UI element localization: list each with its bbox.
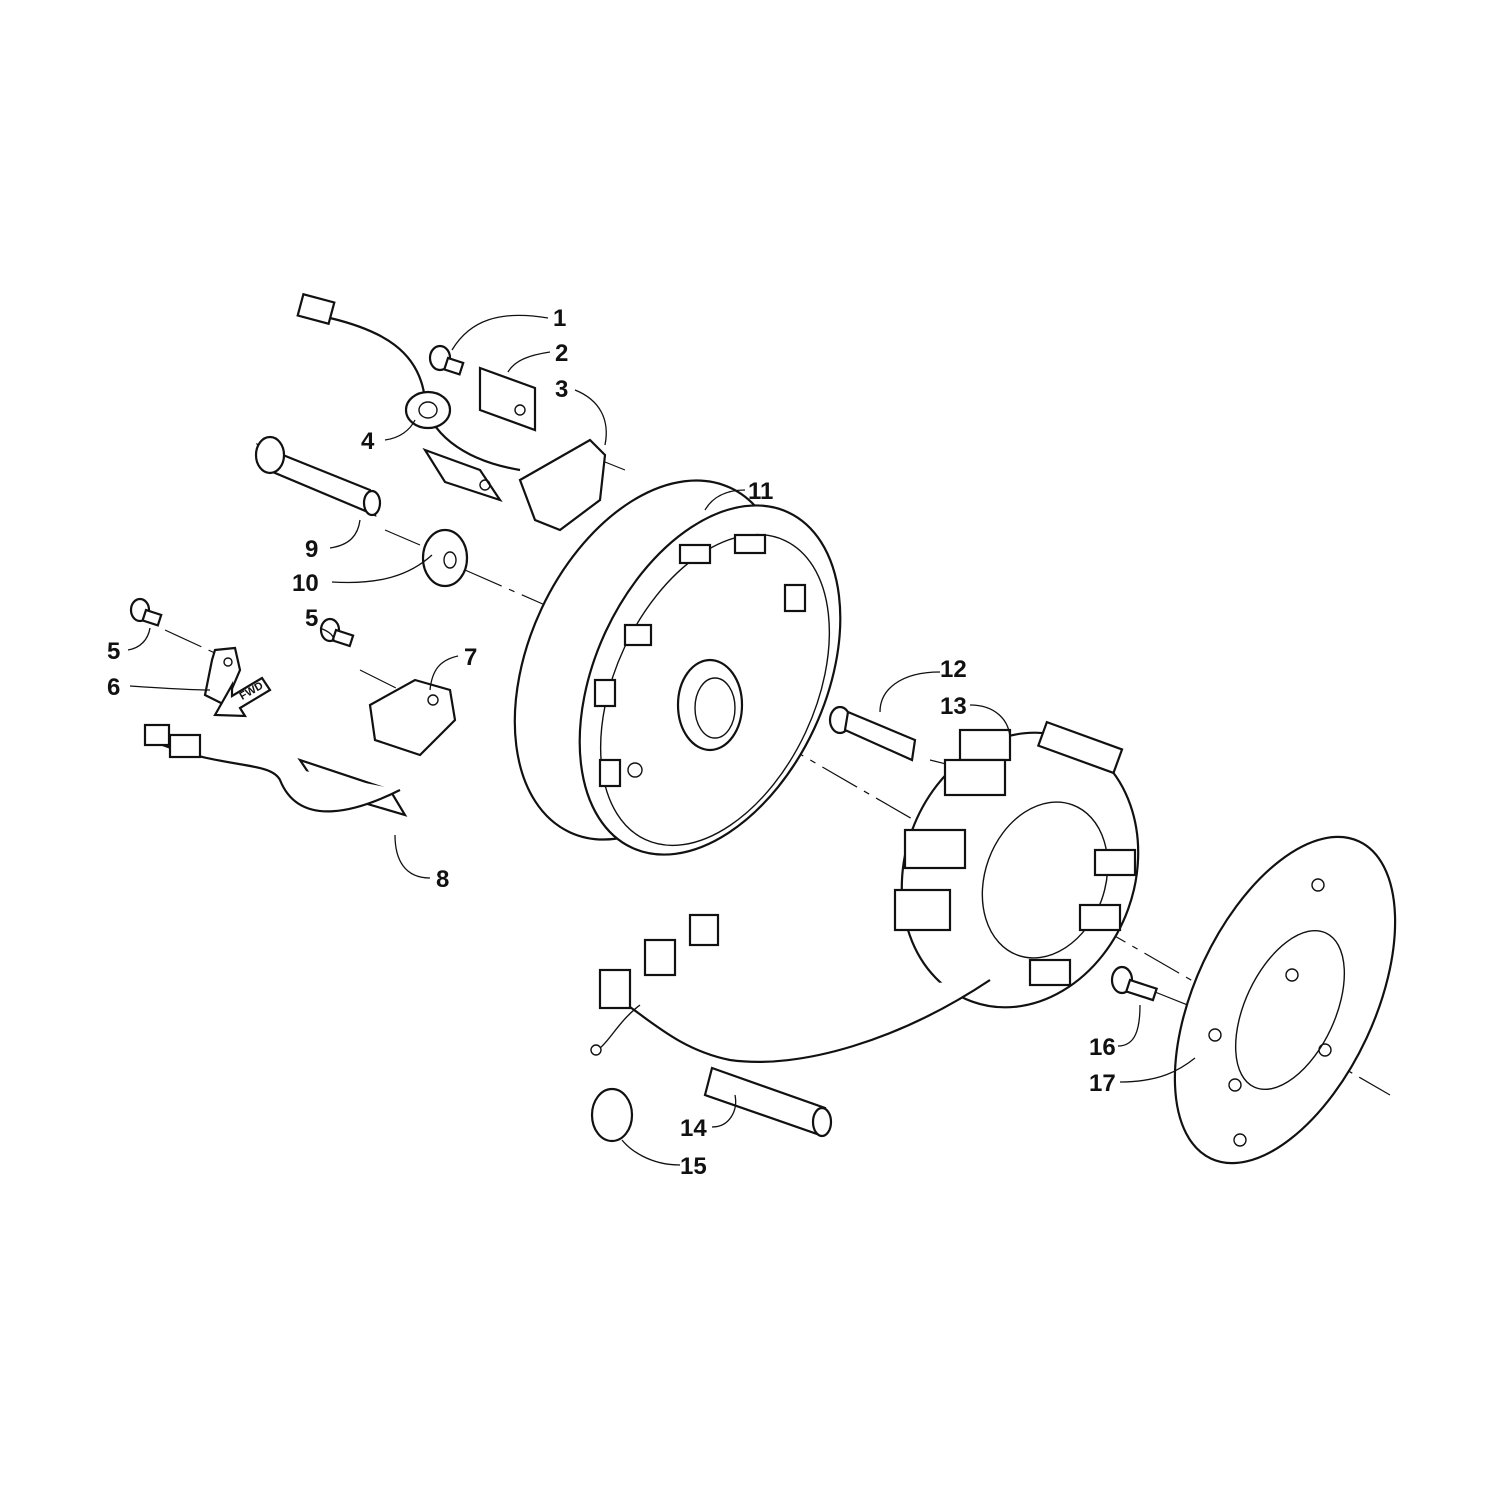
- sensor-assembly: [143, 678, 457, 817]
- flywheel: [513, 479, 842, 856]
- leader-lines: [127, 314, 1196, 1166]
- callout-13: 13: [940, 693, 967, 720]
- bolt-1: [428, 344, 465, 376]
- stator-plate: [1173, 835, 1397, 1165]
- callout-10: 10: [292, 570, 319, 597]
- callout-9: 9: [305, 536, 318, 563]
- callouts: 1 2 3 4 5 5 6 7 8 9 10 11 12 13 14 15 16…: [107, 305, 1116, 1180]
- wire-clamp: [590, 1087, 634, 1143]
- callout-5-left: 5: [107, 638, 120, 665]
- flywheel-bolt: [254, 435, 382, 517]
- washer: [421, 528, 469, 588]
- callout-1: 1: [553, 305, 566, 332]
- callout-3: 3: [555, 376, 568, 403]
- bolt-16: [1110, 965, 1159, 1002]
- stator: [590, 720, 1140, 1063]
- callout-8: 8: [436, 866, 449, 893]
- bolt-5-left: [129, 597, 163, 627]
- callout-17: 17: [1089, 1070, 1116, 1097]
- pickup-coil-assembly: [296, 292, 607, 532]
- callout-16: 16: [1089, 1034, 1116, 1061]
- callout-7: 7: [464, 644, 477, 671]
- wire-sleeve: [703, 1066, 833, 1138]
- callout-4: 4: [361, 428, 375, 455]
- callout-11: 11: [748, 478, 773, 505]
- bolt-5-mid: [319, 617, 355, 648]
- callout-15: 15: [680, 1153, 707, 1180]
- callout-2: 2: [555, 340, 568, 367]
- callout-5-mid: 5: [305, 605, 318, 632]
- callout-6: 6: [107, 674, 120, 701]
- callout-12: 12: [940, 656, 967, 683]
- callout-14: 14: [680, 1115, 707, 1142]
- stator-bolt: [828, 705, 917, 762]
